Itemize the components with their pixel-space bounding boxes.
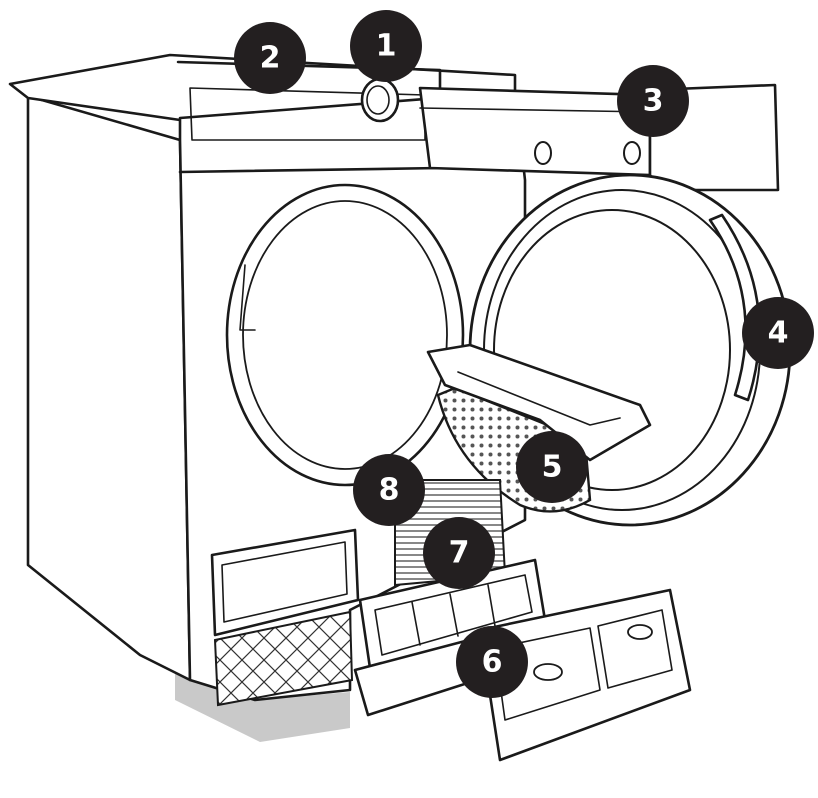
svg-text:8: 8 [379,473,400,508]
svg-text:1: 1 [376,29,397,64]
water-container[interactable] [418,86,652,177]
base-grille [213,610,354,707]
svg-text:3: 3 [643,84,664,119]
svg-text:4: 4 [768,316,789,351]
marker-8: 8 [353,454,425,526]
svg-text:7: 7 [449,536,470,571]
svg-text:2: 2 [260,41,281,76]
marker-3: 3 [617,65,689,137]
marker-2: 2 [234,22,306,94]
door-handle[interactable] [708,213,761,402]
fluff-filter[interactable] [426,343,652,462]
svg-text:5: 5 [542,450,563,485]
marker-6: 6 [456,626,528,698]
marker-1: 1 [350,10,422,82]
svg-text:6: 6 [482,645,503,680]
marker-7: 7 [423,517,495,589]
cabinet-side [26,94,192,682]
marker-4: 4 [742,297,814,369]
drum-opening [225,183,465,487]
marker-5: 5 [516,431,588,503]
